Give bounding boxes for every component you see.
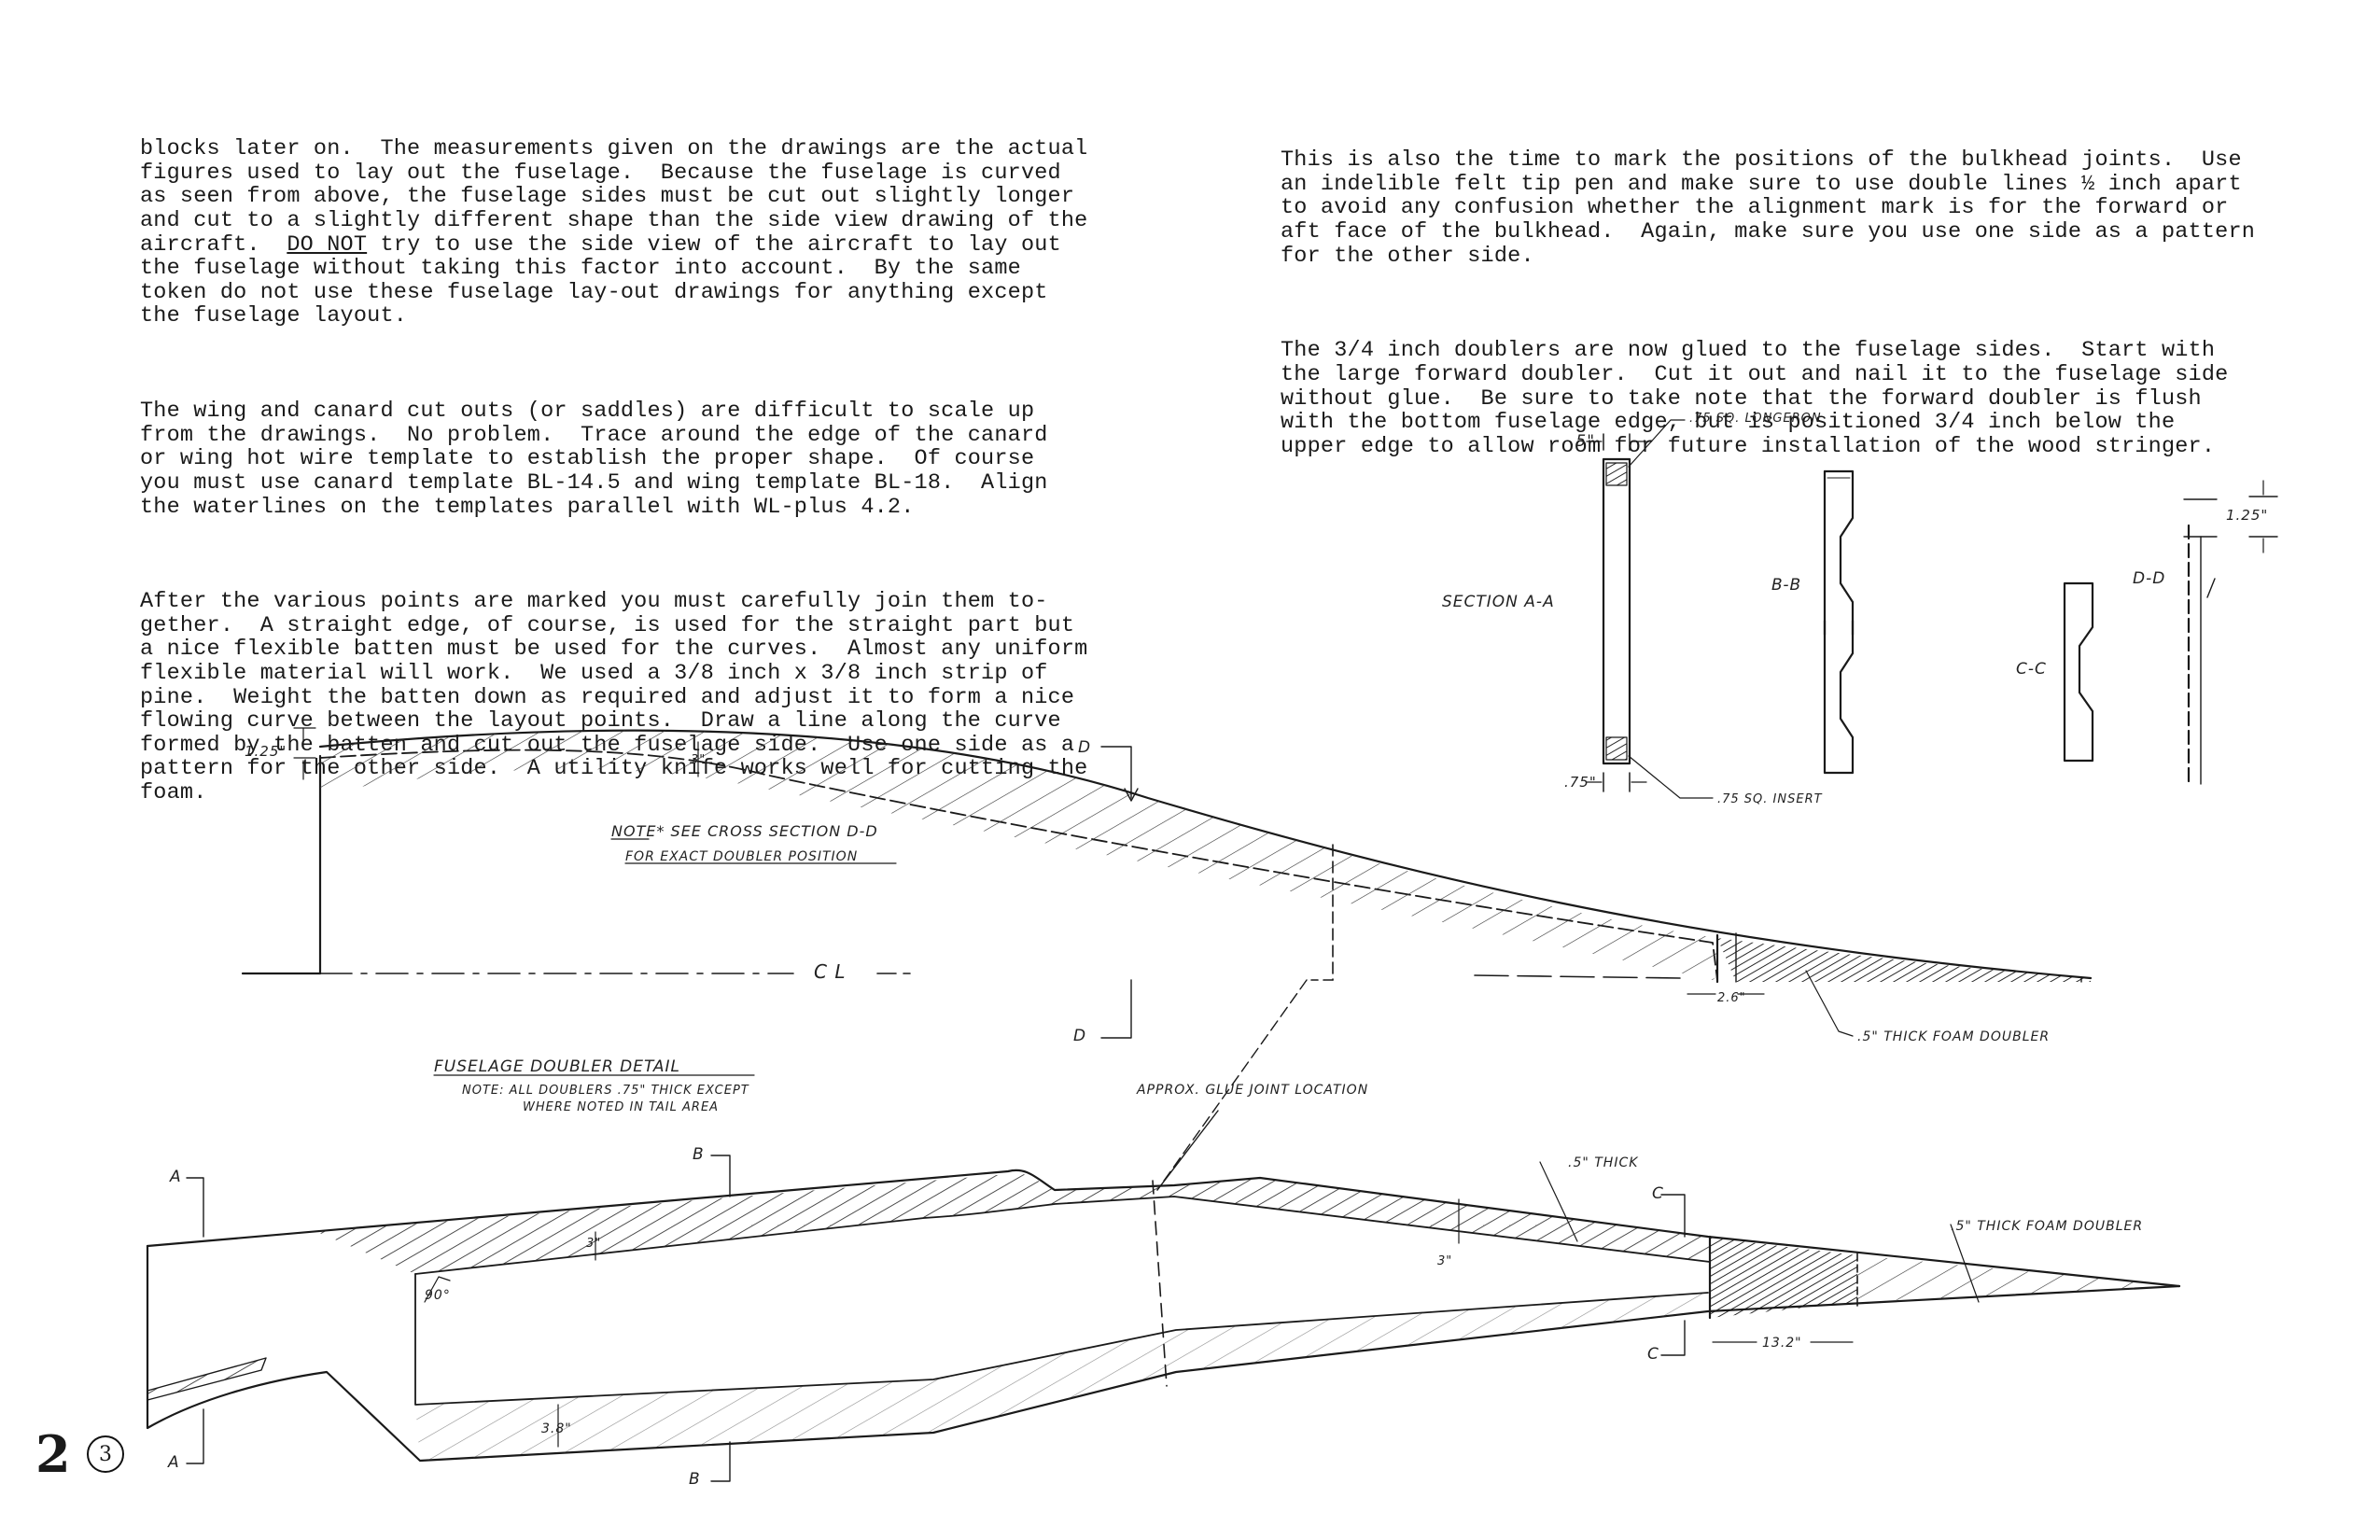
text-line: foam. xyxy=(140,780,207,806)
text-line: to avoid any confusion whether the align… xyxy=(1281,195,2229,221)
left-text-column: blocks later on. The measurements given … xyxy=(140,90,1087,852)
longeron-label: .75 SQ. LONGERON xyxy=(1689,412,1822,426)
detail-note: NOTE: ALL DOUBLERS .75" THICK EXCEPT xyxy=(462,1084,749,1098)
text-line: After the various points are marked you … xyxy=(140,589,1048,615)
text-line: This is also the time to mark the positi… xyxy=(1281,147,2242,174)
paragraph-measurements: blocks later on. The measurements given … xyxy=(140,137,1087,329)
angle-label: 90° xyxy=(425,1288,451,1303)
text-line: token do not use these fuselage lay-out … xyxy=(140,279,1048,305)
paragraph-doublers: The 3/4 inch doublers are now glued to t… xyxy=(1281,339,2255,458)
note-label: NOTE* SEE CROSS SECTION D-D xyxy=(611,822,878,840)
text-line: flexible material will work. We used a 3… xyxy=(140,661,1048,687)
section-marker-label: B xyxy=(689,1470,701,1489)
text-line: the fuselage layout. xyxy=(140,303,408,329)
section-marker-label: C xyxy=(1647,1345,1659,1364)
text-line: without glue. Be sure to take note that … xyxy=(1281,385,2202,412)
d-marker-label: D xyxy=(1078,738,1091,757)
detail-title: FUSELAGE DOUBLER DETAIL xyxy=(434,1057,680,1076)
text-line: upper edge to allow room for future inst… xyxy=(1281,433,2216,459)
text-line: flowing curve between the layout points.… xyxy=(140,708,1061,735)
dim-label: 3.8" xyxy=(541,1421,572,1436)
cross-section-bb xyxy=(1823,469,1855,775)
cross-section-aa xyxy=(1586,419,1714,799)
text-line: as seen from above, the fuselage sides m… xyxy=(140,184,1075,210)
foam-doubler-label: .5" THICK FOAM DOUBLER xyxy=(1951,1219,2143,1234)
lower-doubler-detail xyxy=(146,1074,2181,1482)
text-line: and cut to a slightly different shape th… xyxy=(140,207,1088,233)
section-marker-label: A xyxy=(169,1168,182,1186)
text-line: The 3/4 inch doublers are now glued to t… xyxy=(1281,338,2216,364)
section-bb-label: B-B xyxy=(1771,576,1801,595)
section-aa-label: SECTION A-A xyxy=(1442,593,1555,611)
right-text-column: This is also the time to mark the positi… xyxy=(1281,101,2255,506)
text-line: the fuselage without taking this factor … xyxy=(140,256,1021,282)
text-line: try to use the side view of the aircraft… xyxy=(367,231,1061,258)
paragraph-bulkhead-marks: This is also the time to mark the positi… xyxy=(1281,148,2255,268)
cross-section-cc xyxy=(2063,581,2094,763)
detail-note: WHERE NOTED IN TAIL AREA xyxy=(523,1100,719,1114)
dim-label: 3" xyxy=(1437,1254,1452,1268)
text-line: the waterlines on the templates parallel… xyxy=(140,494,915,520)
text-line: blocks later on. The measurements given … xyxy=(140,136,1088,162)
centerline-label: C L xyxy=(814,960,846,983)
cross-section-dd xyxy=(2183,480,2278,786)
text-line: for the other side. xyxy=(1281,243,1534,269)
paragraph-wing-canard: The wing and canard cut outs (or saddles… xyxy=(140,399,1087,519)
text-line: a nice flexible batten must be used for … xyxy=(140,637,1088,663)
section-marker-label: A xyxy=(167,1453,180,1472)
section-marker-label: B xyxy=(693,1145,705,1164)
note-label: FOR EXACT DOUBLER POSITION xyxy=(625,849,858,864)
section-marker-label: C xyxy=(1652,1184,1664,1203)
text-line: from the drawings. No problem. Trace aro… xyxy=(140,422,1048,448)
dim-label: 1.25" xyxy=(2226,507,2268,524)
emphasis-do-not: DO NOT xyxy=(287,231,368,258)
text-line: aircraft. xyxy=(140,231,287,258)
dim-label: 13.2" xyxy=(1762,1336,1802,1351)
drawing-labels: .5" .75 SQ. LONGERON SECTION A-A B-B C-C… xyxy=(167,412,2268,1489)
text-line: gether. A straight edge, of course, is u… xyxy=(140,612,1075,638)
d-marker-label: D xyxy=(1073,1027,1086,1045)
thickness-label: .5" THICK xyxy=(1568,1155,1639,1170)
page-number: 2 xyxy=(35,1424,71,1484)
dim-label: 1.25" xyxy=(245,743,287,760)
section-cc-label: C-C xyxy=(2016,660,2047,679)
text-line: with the bottom fuselage edge, but is po… xyxy=(1281,410,2176,436)
upper-fuselage-profile xyxy=(241,727,2093,1191)
text-line: figures used to lay out the fuselage. Be… xyxy=(140,160,1061,186)
text-line: an indelible felt tip pen and make sure … xyxy=(1281,171,2242,197)
text-line: The wing and canard cut outs (or saddles… xyxy=(140,399,1035,425)
glue-joint-label: APPROX. GLUE JOINT LOCATION xyxy=(1136,1083,1368,1098)
foam-doubler-label: .5" THICK FOAM DOUBLER xyxy=(1857,1029,2050,1044)
text-line: aft face of the bulkhead. Again, make su… xyxy=(1281,218,2256,245)
dim-label: 2.6" xyxy=(1717,991,1746,1005)
section-dd-label: D-D xyxy=(2133,569,2165,588)
dim-label: .75" xyxy=(1564,774,1597,791)
dim-label: 3" xyxy=(691,753,706,767)
dim-label: 3" xyxy=(586,1237,601,1251)
text-line: pine. Weight the batten down as required… xyxy=(140,684,1075,710)
insert-label: .75 SQ. INSERT xyxy=(1717,792,1823,806)
page-circled-number: 3 xyxy=(87,1435,124,1473)
text-line: you must use canard template BL-14.5 and… xyxy=(140,469,1048,496)
dim-label: .5" xyxy=(1570,432,1595,451)
text-line: or wing hot wire template to establish t… xyxy=(140,446,1035,472)
text-line: the large forward doubler. Cut it out an… xyxy=(1281,361,2229,387)
